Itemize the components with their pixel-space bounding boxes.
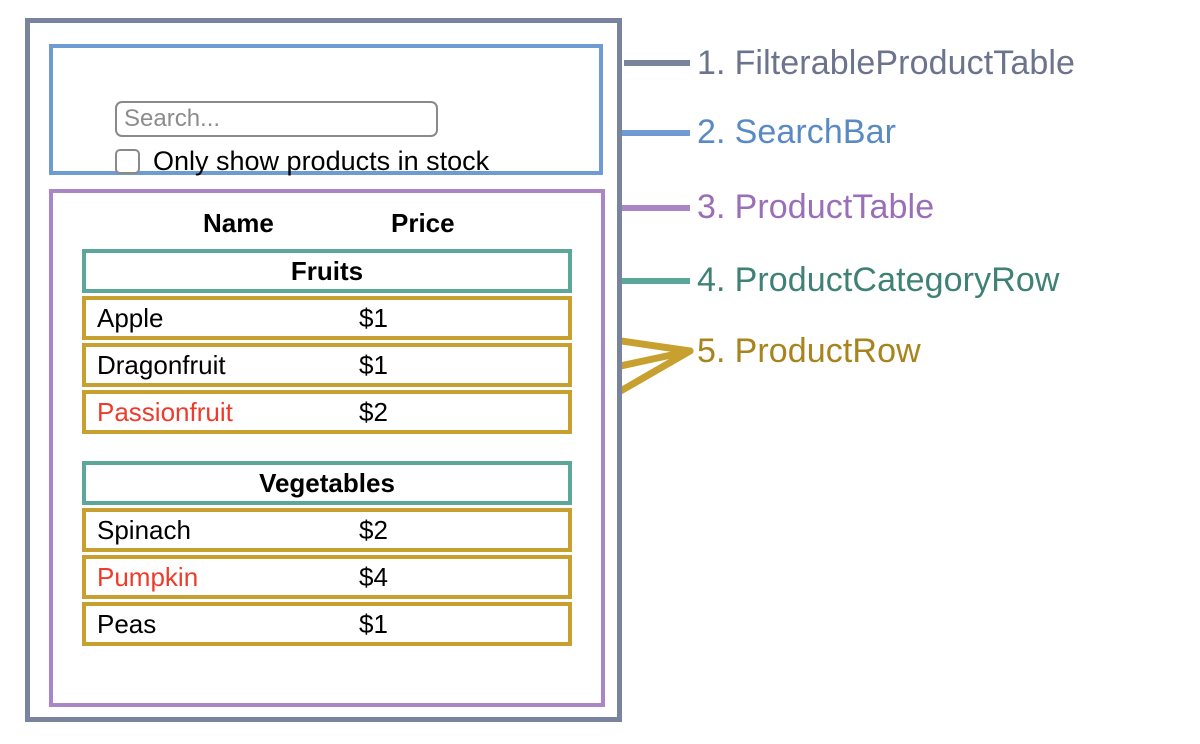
in-stock-checkbox[interactable] bbox=[115, 149, 140, 174]
product-category-row: Fruits bbox=[82, 249, 572, 293]
product-price: $2 bbox=[359, 515, 388, 545]
product-name: Dragonfruit bbox=[97, 350, 226, 380]
product-price: $1 bbox=[359, 609, 388, 639]
legend-number: 3. bbox=[697, 188, 726, 226]
legend-item-product-row: 5.ProductRow bbox=[697, 334, 921, 368]
product-row: Spinach $2 bbox=[82, 508, 572, 552]
in-stock-filter-row[interactable]: Only show products in stock bbox=[115, 148, 489, 175]
legend-item-product-category-row: 4.ProductCategoryRow bbox=[697, 263, 1060, 297]
product-name: Apple bbox=[97, 303, 164, 333]
product-name: Passionfruit bbox=[97, 397, 233, 427]
column-header-price: Price bbox=[391, 207, 455, 238]
legend-text: ProductRow bbox=[734, 332, 921, 370]
legend-number: 4. bbox=[697, 261, 726, 299]
legend-text: FilterableProductTable bbox=[734, 44, 1076, 82]
group-spacer bbox=[53, 437, 601, 461]
product-price: $2 bbox=[359, 397, 388, 427]
column-header-name: Name bbox=[203, 207, 274, 238]
search-bar: Only show products in stock bbox=[49, 44, 603, 175]
product-row: Dragonfruit $1 bbox=[82, 343, 572, 387]
search-input[interactable] bbox=[115, 101, 438, 137]
legend-item-search-bar: 2.SearchBar bbox=[697, 115, 896, 149]
legend-text: ProductCategoryRow bbox=[734, 261, 1060, 299]
legend-text: SearchBar bbox=[734, 113, 897, 151]
legend-item-filterable-product-table: 1.FilterableProductTable bbox=[697, 46, 1075, 80]
product-table-header: Name Price bbox=[53, 201, 601, 245]
product-table-body: Fruits Apple $1 Dragonfruit $1 Passionfr… bbox=[53, 249, 601, 649]
product-row: Peas $1 bbox=[82, 602, 572, 646]
product-price: $1 bbox=[359, 303, 388, 333]
product-name: Spinach bbox=[97, 515, 191, 545]
product-category-label: Vegetables bbox=[259, 467, 395, 498]
product-row: Apple $1 bbox=[82, 296, 572, 340]
product-table: Name Price Fruits Apple $1 Dragonfruit $… bbox=[49, 189, 605, 707]
product-category-label: Fruits bbox=[290, 255, 364, 286]
legend-number: 1. bbox=[697, 44, 726, 82]
in-stock-checkbox-label: Only show products in stock bbox=[153, 146, 490, 176]
product-category-row: Vegetables bbox=[82, 461, 572, 505]
legend-number: 2. bbox=[697, 113, 726, 151]
legend-text: ProductTable bbox=[734, 188, 935, 226]
filterable-product-table: Only show products in stock Name Price F… bbox=[25, 18, 622, 722]
product-row: Passionfruit $2 bbox=[82, 390, 572, 434]
product-name: Pumpkin bbox=[97, 562, 199, 592]
legend-item-product-table: 3.ProductTable bbox=[697, 190, 934, 224]
product-price: $4 bbox=[359, 562, 388, 592]
product-name: Peas bbox=[97, 609, 157, 639]
legend-number: 5. bbox=[697, 332, 726, 370]
product-row: Pumpkin $4 bbox=[82, 555, 572, 599]
product-price: $1 bbox=[359, 350, 388, 380]
